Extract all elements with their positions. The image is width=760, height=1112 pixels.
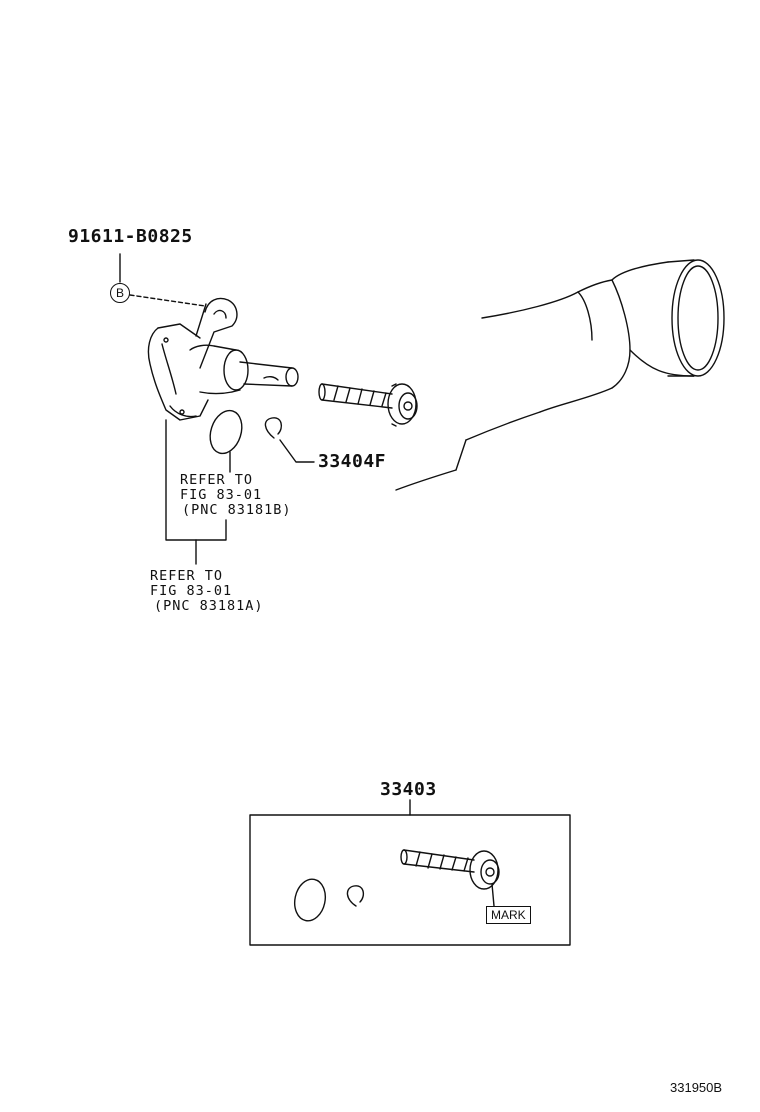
figure-code: 331950B [670,1080,723,1095]
kit-driven-gear [400,849,500,890]
leader-dashed [129,294,206,307]
part-number-clip: 33404F [318,451,387,472]
driven-gear-sleeve [147,297,299,421]
mark-label: MARK [486,906,531,924]
part-number-kit: 33403 [380,779,437,800]
note-a-line1: REFER TO [150,568,224,584]
note-b-line1: REFER TO [180,472,254,488]
driven-gear [318,383,418,427]
note-b-line2: FIG 83-01 [180,487,263,503]
leader-clip [279,439,315,463]
note-a-line2: FIG 83-01 [150,583,233,599]
clip [264,417,283,439]
leader-mark [491,883,495,907]
extension-housing [395,259,725,491]
ref-circle-b: B [110,283,130,303]
kit-clip [346,885,365,907]
kit-o-ring [293,878,327,922]
note-a-line3: (PNC 83181A) [154,598,264,614]
o-ring [209,409,243,455]
note-b-line3: (PNC 83181B) [182,502,292,518]
part-number-bolt: 91611-B0825 [68,226,193,247]
kit-box [249,814,571,946]
